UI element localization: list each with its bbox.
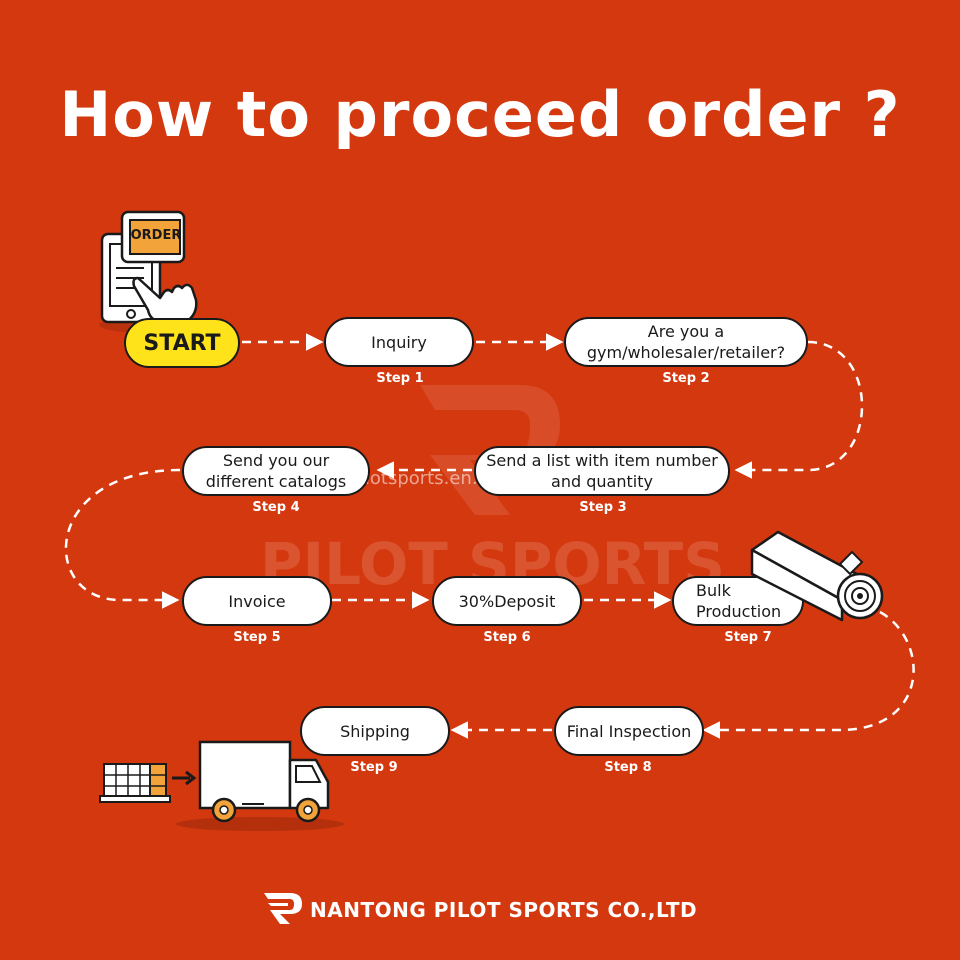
step-9-label: Step 9 xyxy=(350,760,398,775)
step-3-send-list[interactable]: Send a list with item number and quantit… xyxy=(474,446,730,496)
delivery-truck-icon xyxy=(176,740,344,831)
connector-step2-step3 xyxy=(734,340,864,479)
fabric-roll-icon xyxy=(750,530,884,622)
step-5-label: Step 5 xyxy=(233,630,281,645)
pointing-hand-icon xyxy=(132,276,198,324)
step-6-deposit[interactable]: 30%Deposit xyxy=(432,576,582,626)
step-8-final-inspection[interactable]: Final Inspection xyxy=(554,706,704,756)
step-4-label: Step 4 xyxy=(252,500,300,515)
start-button[interactable]: START xyxy=(124,318,240,368)
step-3-label: Step 3 xyxy=(579,500,627,515)
step-6-label: Step 6 xyxy=(483,630,531,645)
connector-step7-step8 xyxy=(702,610,915,739)
step-9-shipping[interactable]: Shipping xyxy=(300,706,450,756)
cargo-pallet-icon xyxy=(99,763,171,803)
step-4-send-catalogs[interactable]: Send you our different catalogs xyxy=(182,446,370,496)
step-2-customer-type[interactable]: Are you a gym/wholesaler/retailer? xyxy=(564,317,808,367)
step-1-inquiry[interactable]: Inquiry xyxy=(324,317,474,367)
page-title: How to proceed order ? xyxy=(59,78,901,151)
connector-step4-step5 xyxy=(64,468,181,609)
step-2-label: Step 2 xyxy=(662,371,710,386)
step-8-label: Step 8 xyxy=(604,760,652,775)
order-badge-label: ORDER xyxy=(130,228,182,243)
arrow-right-icon xyxy=(172,770,197,786)
step-7-label: Step 7 xyxy=(724,630,772,645)
footer-company: NANTONG PILOT SPORTS CO.,LTD xyxy=(310,898,698,922)
step-1-label: Step 1 xyxy=(376,371,424,386)
watermark-logo-icon xyxy=(420,385,560,515)
step-5-invoice[interactable]: Invoice xyxy=(182,576,332,626)
pilot-logo-icon xyxy=(264,893,302,924)
